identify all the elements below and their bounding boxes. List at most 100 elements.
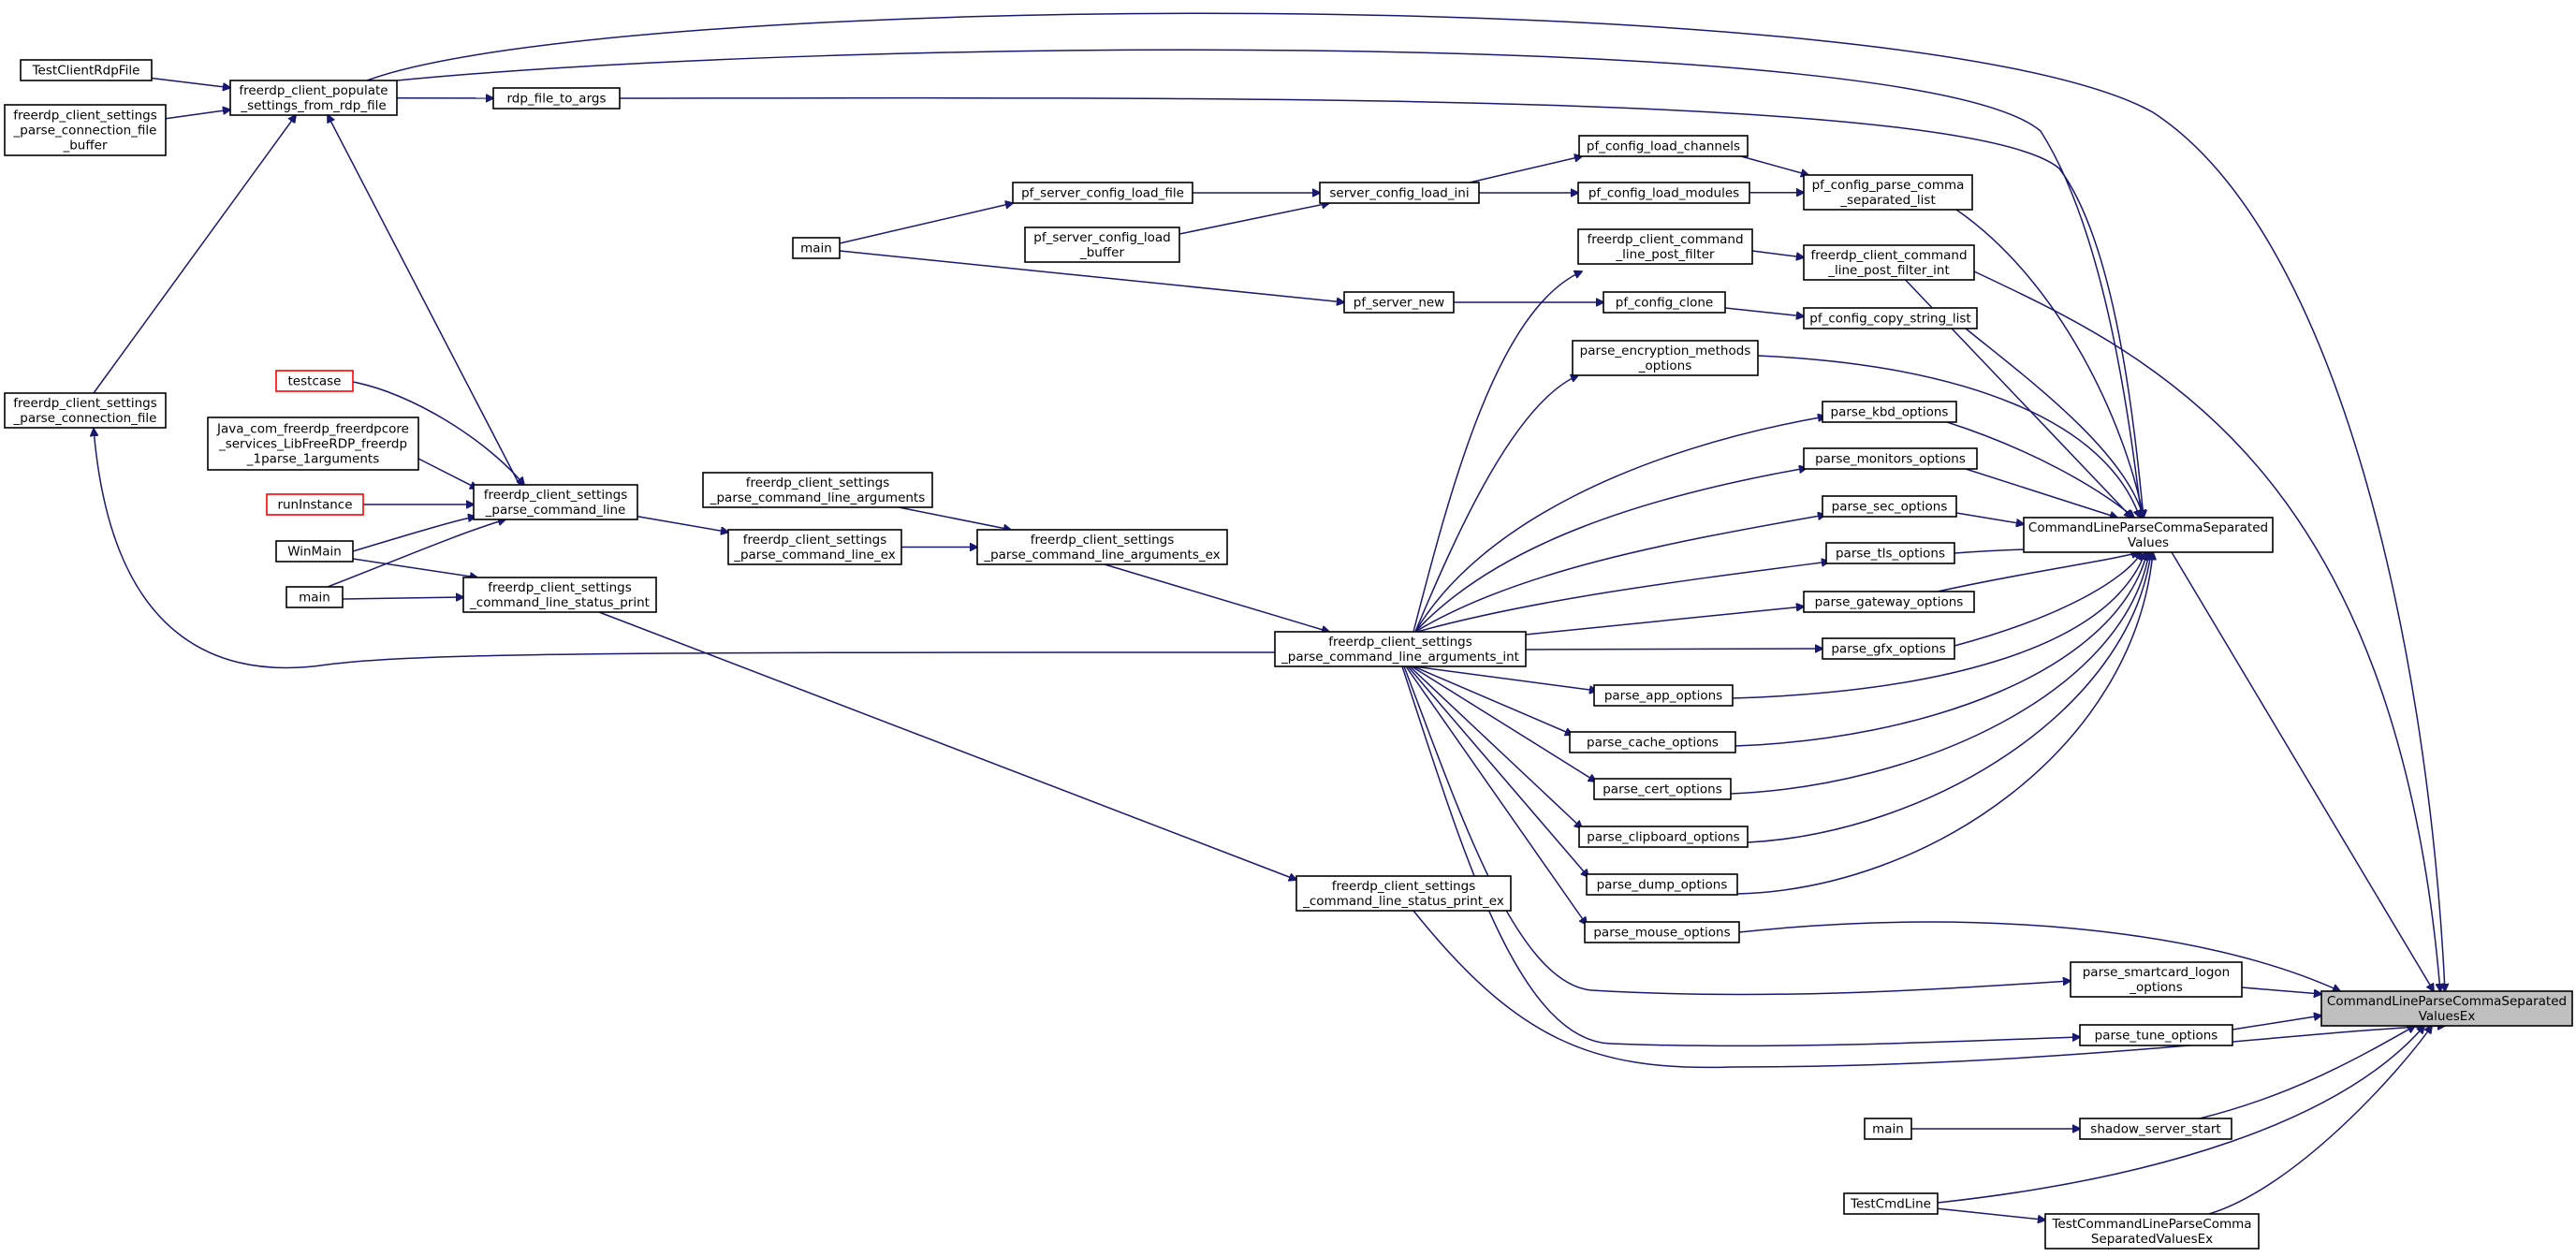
node-fcclpf[interactable]: freerdp_client_command_line_post_filter [1577, 228, 1753, 265]
node-box[interactable] [462, 577, 657, 613]
node-pmon[interactable]: parse_monitors_options [1803, 447, 1978, 470]
node-fccspex[interactable]: freerdp_client_settings_command_line_sta… [1295, 875, 1512, 912]
node-fcpcf[interactable]: freerdp_client_settings_parse_connection… [4, 392, 167, 429]
node-ptls[interactable]: parse_tls_options [1825, 542, 1955, 564]
node-box[interactable] [1577, 228, 1753, 265]
node-tcl[interactable]: TestCmdLine [1843, 1192, 1939, 1215]
node-box[interactable] [1803, 244, 1975, 281]
node-main3[interactable]: main [1864, 1118, 1912, 1140]
node-pccsl[interactable]: pf_config_copy_string_list [1803, 307, 1978, 329]
node-box[interactable] [1343, 291, 1455, 314]
node-box[interactable] [1577, 182, 1750, 204]
node-scli[interactable]: server_config_load_ini [1319, 182, 1480, 204]
node-box[interactable] [792, 237, 841, 259]
node-fcspcla[interactable]: freerdp_client_settings_parse_command_li… [702, 472, 933, 508]
node-box[interactable] [976, 529, 1228, 565]
node-box[interactable] [702, 472, 933, 508]
node-box[interactable] [2044, 1213, 2260, 1250]
node-pgw[interactable]: parse_gateway_options [1803, 591, 1975, 613]
node-box[interactable] [1586, 873, 1738, 896]
node-box[interactable] [1584, 921, 1740, 943]
node-box[interactable] [1803, 174, 1973, 211]
node-box[interactable] [727, 529, 902, 565]
node-box[interactable] [1593, 778, 1732, 800]
node-box[interactable] [285, 586, 344, 608]
node-box[interactable] [1012, 182, 1193, 204]
node-box[interactable] [2079, 1024, 2233, 1046]
node-pfsn[interactable]: pf_server_new [1343, 291, 1455, 314]
node-fcspclex[interactable]: freerdp_client_settings_parse_command_li… [727, 529, 902, 565]
node-fcspclaex[interactable]: freerdp_client_settings_parse_command_li… [976, 529, 1228, 565]
node-papp[interactable]: parse_app_options [1593, 684, 1734, 707]
node-psmart[interactable]: parse_smartcard_logon_options [2070, 961, 2243, 998]
node-box[interactable] [2023, 517, 2274, 553]
node-pcc[interactable]: pf_config_clone [1603, 291, 1726, 314]
node-pdump[interactable]: parse_dump_options [1586, 873, 1738, 896]
node-box[interactable] [4, 104, 167, 156]
node-fcclpfi[interactable]: freerdp_client_command_line_post_filter_… [1803, 244, 1975, 281]
node-box[interactable] [4, 392, 167, 429]
node-pcpcsl[interactable]: pf_config_parse_comma_separated_list [1803, 174, 1973, 211]
node-box[interactable] [1024, 227, 1180, 263]
node-pcache[interactable]: parse_cache_options [1569, 731, 1736, 753]
node-box[interactable] [492, 87, 621, 110]
node-sss[interactable]: shadow_server_start [2079, 1118, 2232, 1140]
node-box[interactable] [20, 59, 153, 81]
node-box[interactable] [1822, 495, 1957, 518]
node-box[interactable] [1822, 401, 1957, 423]
node-box[interactable] [1825, 542, 1955, 564]
node-pclm[interactable]: pf_config_load_modules [1577, 182, 1750, 204]
node-pclip[interactable]: parse_clipboard_options [1578, 826, 1749, 848]
node-box[interactable] [229, 80, 398, 116]
node-box[interactable] [275, 540, 354, 563]
node-pclch[interactable]: pf_config_load_channels [1578, 135, 1749, 157]
node-box[interactable] [1843, 1192, 1939, 1215]
node-box[interactable] [2079, 1118, 2232, 1140]
node-box[interactable] [1572, 340, 1759, 376]
node-box[interactable] [1803, 447, 1978, 470]
node-box[interactable] [1578, 135, 1749, 157]
node-box[interactable] [1803, 307, 1978, 329]
node-peo[interactable]: parse_encryption_methods_options [1572, 340, 1759, 376]
node-main2[interactable]: main [792, 237, 841, 259]
node-java[interactable]: Java_com_freerdp_freerdpcore_services_Li… [207, 417, 419, 471]
node-box[interactable] [1593, 684, 1734, 707]
node-box[interactable] [275, 370, 354, 392]
node-fccsp[interactable]: freerdp_client_settings_command_line_sta… [462, 577, 657, 613]
node-box[interactable] [207, 417, 419, 471]
node-fcspclaint[interactable]: freerdp_client_settings_parse_command_li… [1274, 631, 1527, 667]
node-psec[interactable]: parse_sec_options [1822, 495, 1957, 518]
node-ptune[interactable]: parse_tune_options [2079, 1024, 2233, 1046]
node-tclpcsv[interactable]: TestCommandLineParseCommaSeparatedValues… [2044, 1213, 2260, 1250]
node-box[interactable] [2070, 961, 2243, 998]
node-tcrf[interactable]: TestClientRdpFile [20, 59, 153, 81]
node-winmain[interactable]: WinMain [275, 540, 354, 563]
node-pmouse[interactable]: parse_mouse_options [1584, 921, 1740, 943]
node-box[interactable] [2320, 990, 2573, 1027]
node-box[interactable] [1274, 631, 1527, 667]
node-main1[interactable]: main [285, 586, 344, 608]
node-box[interactable] [473, 484, 638, 520]
node-rfta[interactable]: rdp_file_to_args [492, 87, 621, 110]
node-fcspcl[interactable]: freerdp_client_settings_parse_command_li… [473, 484, 638, 520]
node-pscb[interactable]: pf_server_config_load_buffer [1024, 227, 1180, 263]
node-box[interactable] [1822, 637, 1955, 660]
node-fcpcfb[interactable]: freerdp_client_settings_parse_connection… [4, 104, 167, 156]
node-box[interactable] [266, 493, 364, 516]
node-runinstance[interactable]: runInstance [266, 493, 364, 516]
node-box[interactable] [1295, 875, 1512, 912]
node-pscf[interactable]: pf_server_config_load_file [1012, 182, 1193, 204]
node-box[interactable] [1578, 826, 1749, 848]
node-box[interactable] [1603, 291, 1726, 314]
node-pcert[interactable]: parse_cert_options [1593, 778, 1732, 800]
node-box[interactable] [1319, 182, 1480, 204]
node-fcpsfrf[interactable]: freerdp_client_populate_settings_from_rd… [229, 80, 398, 116]
node-box[interactable] [1569, 731, 1736, 753]
node-box[interactable] [1803, 591, 1975, 613]
node-testcase[interactable]: testcase [275, 370, 354, 392]
node-pgfx[interactable]: parse_gfx_options [1822, 637, 1955, 660]
node-box[interactable] [1864, 1118, 1912, 1140]
node-pkbd[interactable]: parse_kbd_options [1822, 401, 1957, 423]
